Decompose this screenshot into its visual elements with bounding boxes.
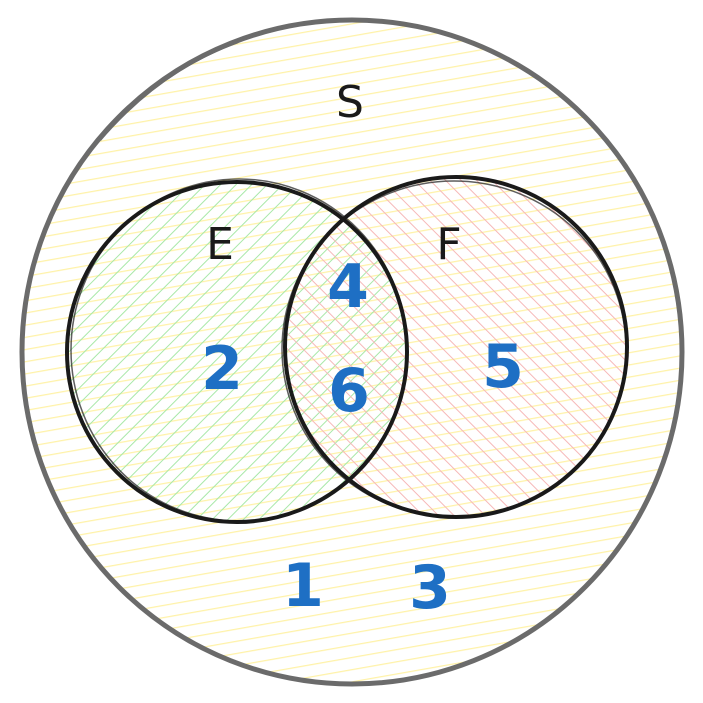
universe-label: S bbox=[336, 77, 364, 128]
element-intersection-bottom: 6 bbox=[328, 356, 370, 426]
element-f-only: 5 bbox=[482, 332, 524, 402]
set-f-label: F bbox=[436, 219, 461, 270]
universe-border-sketch-stroke bbox=[99, 40, 239, 141]
set-e-label: E bbox=[206, 219, 234, 270]
element-intersection-top: 4 bbox=[327, 252, 369, 322]
set-f-fill bbox=[285, 177, 627, 517]
set-f-outline-sketch bbox=[281, 180, 627, 518]
element-e-only: 2 bbox=[201, 334, 243, 404]
set-e-outline-sketch bbox=[70, 178, 408, 522]
universe-border bbox=[19, 17, 685, 687]
element-outside-right: 3 bbox=[409, 553, 451, 623]
element-outside-left: 1 bbox=[282, 551, 324, 621]
